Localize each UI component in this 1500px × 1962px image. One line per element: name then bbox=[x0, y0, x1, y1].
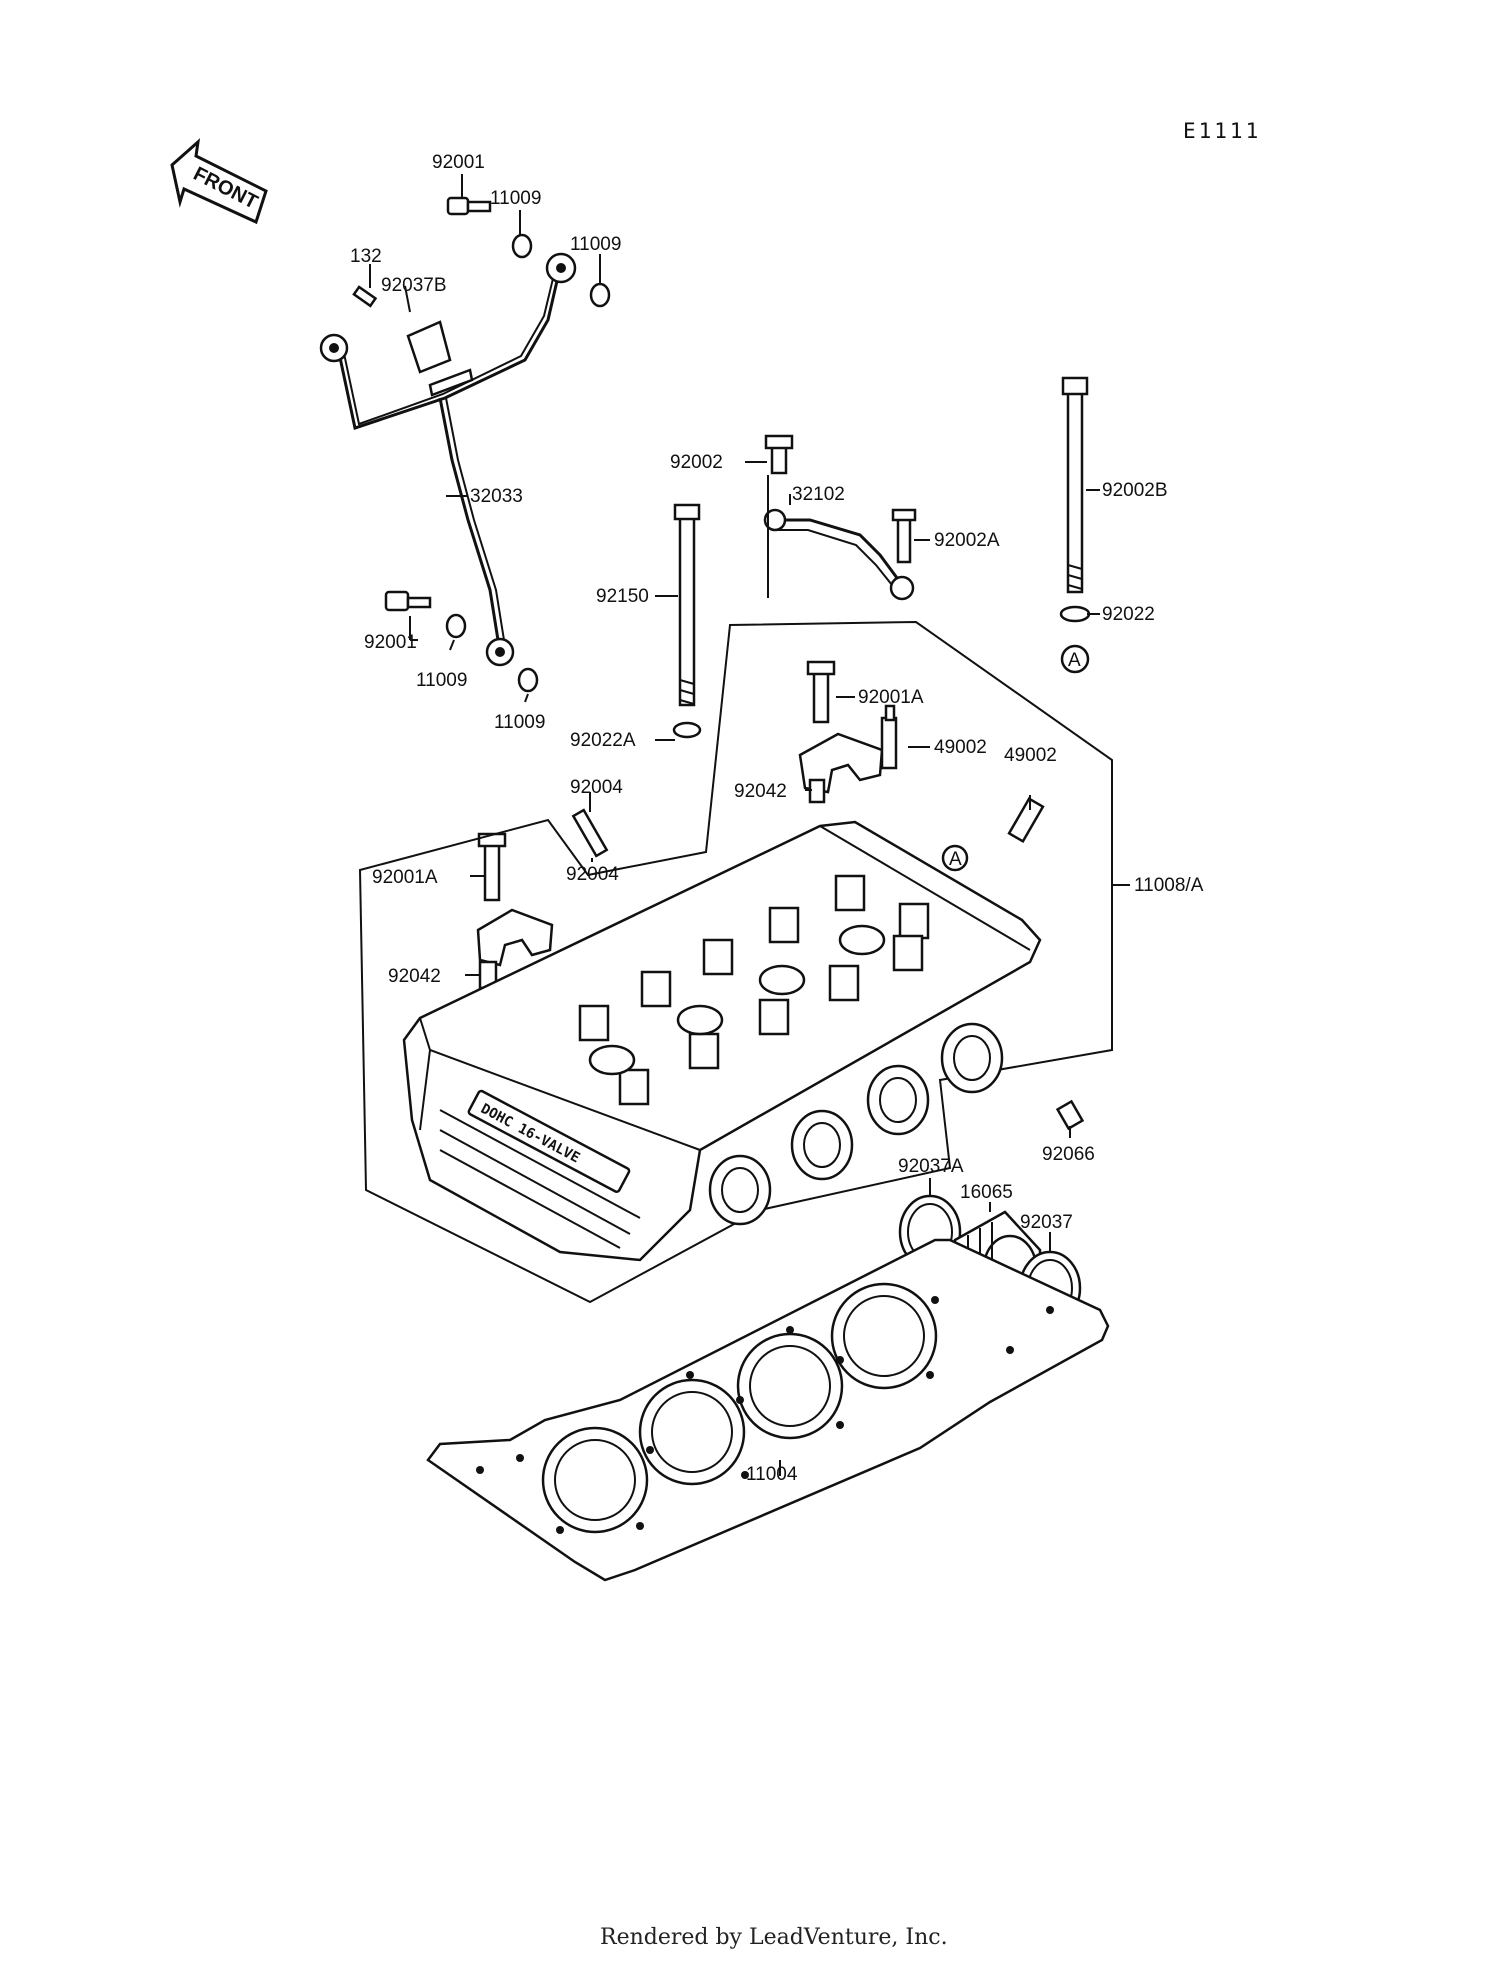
washer-11009-c bbox=[445, 613, 467, 639]
bolt-92001-top bbox=[446, 196, 492, 216]
intake-ports bbox=[708, 1022, 1004, 1226]
label-49002-a: 49002 bbox=[934, 737, 987, 758]
label-92002: 92002 bbox=[670, 452, 723, 473]
washer-11009-d bbox=[517, 667, 539, 693]
svg-text:A: A bbox=[1068, 650, 1081, 671]
label-92001A-top: 92001A bbox=[858, 687, 924, 708]
washer-11009-b bbox=[589, 282, 611, 308]
assembly-outline bbox=[358, 620, 1113, 1304]
washer-11009-a bbox=[511, 233, 533, 259]
sensor-49002-a bbox=[880, 704, 898, 770]
label-92022A: 92022A bbox=[570, 730, 636, 751]
bolt-92001A-left bbox=[477, 832, 507, 902]
front-arrow-icon: FRONT bbox=[170, 138, 268, 225]
label-11009-c: 11009 bbox=[416, 670, 467, 691]
cylinder-head-11008: DOHC 16-VALVE bbox=[402, 820, 1042, 1262]
label-92002B: 92002B bbox=[1102, 480, 1168, 501]
label-92001-top: 92001 bbox=[432, 152, 485, 173]
label-92004-b: 92004 bbox=[566, 864, 619, 885]
stud-92004 bbox=[571, 808, 609, 858]
bolt-132 bbox=[352, 285, 378, 308]
label-92037B: 92037B bbox=[381, 275, 447, 296]
label-92150: 92150 bbox=[596, 586, 649, 607]
diagram-code: E1111 bbox=[1183, 119, 1261, 143]
label-11009-d: 11009 bbox=[494, 712, 545, 733]
label-11009-a: 11009 bbox=[490, 188, 541, 209]
label-92001-mid: 92001 bbox=[364, 632, 417, 653]
label-92037A: 92037A bbox=[898, 1156, 964, 1177]
stud-bolt-92002B bbox=[1061, 376, 1089, 594]
label-16065: 16065 bbox=[960, 1182, 1013, 1203]
label-92042-left: 92042 bbox=[388, 966, 441, 987]
sensor-49002-b bbox=[1007, 796, 1045, 844]
dowel-92042-top bbox=[808, 778, 826, 804]
label-32102: 32102 bbox=[792, 484, 845, 505]
label-92001A-left: 92001A bbox=[372, 867, 438, 888]
label-49002-b: 49002 bbox=[1004, 745, 1057, 766]
part-labels: 92001 11009 11009 132 92037B 32033 92001… bbox=[350, 152, 1204, 1485]
label-11008A: 11008/A bbox=[1134, 875, 1204, 896]
label-92004-a: 92004 bbox=[570, 777, 623, 798]
leader-lines bbox=[369, 174, 1130, 1476]
bolt-92001-mid bbox=[384, 590, 432, 612]
reference-marker-a-head: A bbox=[949, 849, 962, 870]
label-11009-b: 11009 bbox=[570, 234, 621, 255]
oil-pipe-32102 bbox=[763, 434, 917, 601]
bolt-92001A-top bbox=[806, 660, 836, 724]
reference-marker-a-right: A bbox=[1060, 644, 1090, 674]
label-11004: 11004 bbox=[746, 1464, 798, 1485]
washer-92022 bbox=[1059, 605, 1091, 623]
label-92037: 92037 bbox=[1020, 1212, 1073, 1233]
label-92002A: 92002A bbox=[934, 530, 1000, 551]
plug-92066 bbox=[1055, 1099, 1085, 1131]
head-gasket-11004 bbox=[426, 1238, 1110, 1582]
label-32033: 32033 bbox=[470, 486, 523, 507]
label-92066: 92066 bbox=[1042, 1144, 1095, 1165]
oil-pipe-32033 bbox=[319, 252, 577, 667]
label-92022: 92022 bbox=[1102, 604, 1155, 625]
label-132: 132 bbox=[350, 246, 382, 267]
washer-92022A bbox=[672, 721, 702, 739]
footer-credit: Rendered by LeadVenture, Inc. bbox=[600, 1925, 948, 1950]
cam-cap-left bbox=[476, 908, 554, 967]
stud-bolt-92150 bbox=[673, 503, 701, 707]
label-92042-top: 92042 bbox=[734, 781, 787, 802]
cam-towers bbox=[578, 874, 930, 1106]
